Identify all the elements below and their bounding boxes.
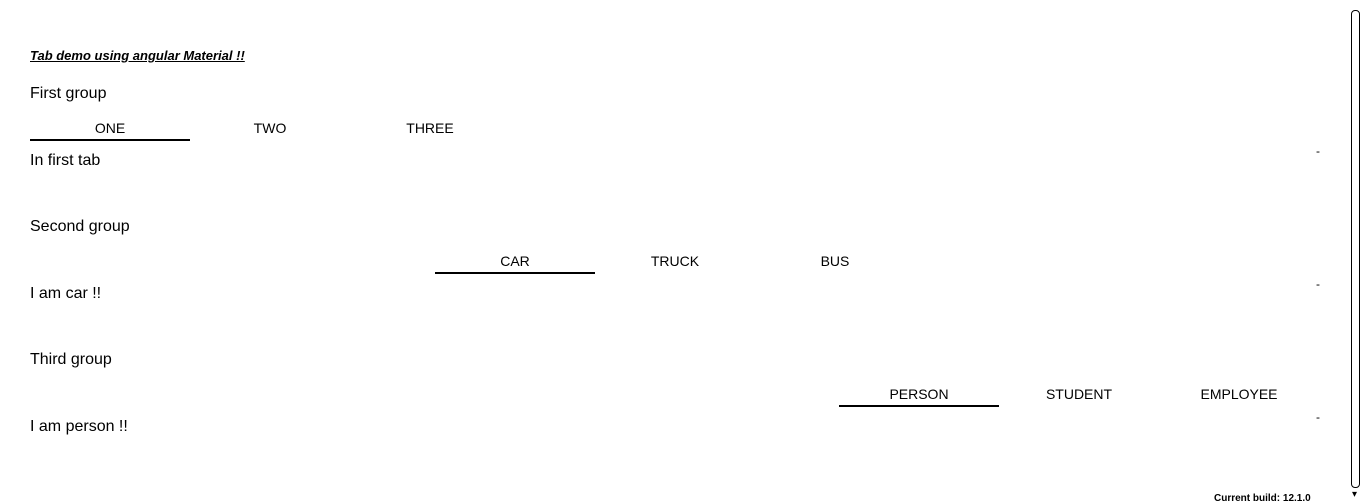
tab-content-third-group: I am person !! <box>30 418 128 435</box>
page-title: Tab demo using angular Material !! <box>30 48 245 63</box>
pagination-dash-third-group: - <box>1316 410 1320 424</box>
scroll-down-arrow-icon[interactable]: ▾ <box>1352 489 1358 500</box>
tab-person[interactable]: PERSON <box>839 383 999 419</box>
tab-two[interactable]: TWO <box>253 120 287 136</box>
tab-three[interactable]: THREE <box>406 120 454 136</box>
tab-truck[interactable]: TRUCK <box>650 253 700 269</box>
tab-bar-third-group: PERSON STUDENT EMPLOYEE <box>839 383 1319 419</box>
tab-bus[interactable]: BUS <box>820 253 850 269</box>
pagination-dash-first-group: - <box>1316 144 1320 158</box>
tab-bar-first-group: ONE TWO THREE <box>30 117 510 153</box>
tab-content-first-group: In first tab <box>30 152 101 169</box>
vertical-scrollbar[interactable] <box>1350 10 1362 488</box>
tab-employee[interactable]: EMPLOYEE <box>1200 386 1278 402</box>
tab-student[interactable]: STUDENT <box>1045 386 1113 402</box>
group-heading-first: First group <box>30 85 107 102</box>
tab-car[interactable]: CAR <box>435 250 595 286</box>
tab-one[interactable]: ONE <box>30 117 190 153</box>
group-heading-second: Second group <box>30 218 130 235</box>
tab-bar-second-group: CAR TRUCK BUS <box>435 250 915 286</box>
tab-content-second-group: I am car !! <box>30 285 102 302</box>
pagination-dash-second-group: - <box>1316 277 1320 291</box>
scrollbar-thumb[interactable] <box>1351 10 1360 488</box>
build-info: Current build: 12.1.0 <box>1214 493 1311 504</box>
group-heading-third: Third group <box>30 351 112 368</box>
